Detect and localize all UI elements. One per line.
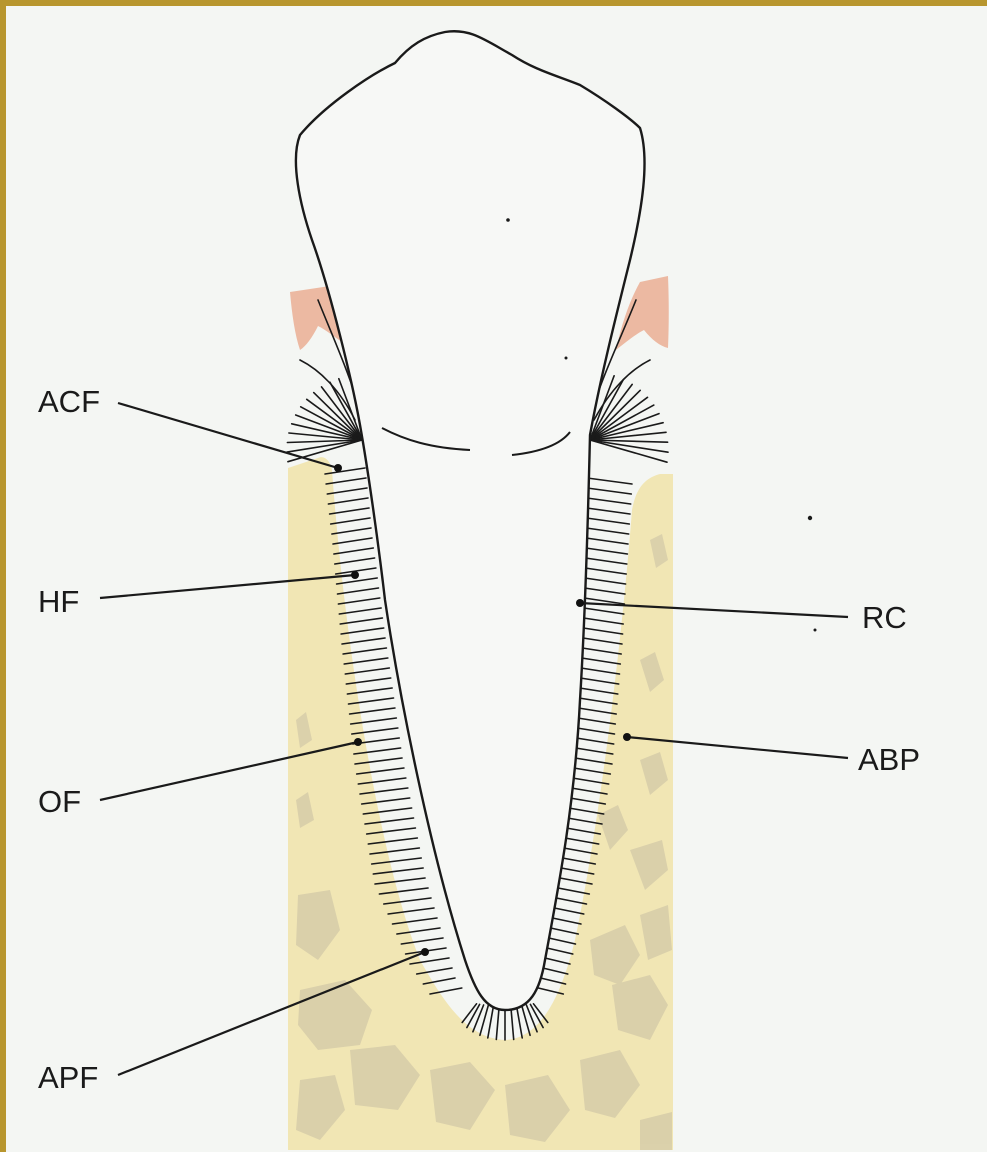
label-rc: RC (862, 600, 907, 635)
label-of: OF (38, 784, 81, 819)
speck (808, 516, 812, 520)
speck (506, 218, 510, 222)
label-apf: APF (38, 1060, 98, 1095)
speck (565, 357, 568, 360)
label-hf: HF (38, 584, 79, 619)
label-abp: ABP (858, 742, 920, 777)
speck (814, 629, 817, 632)
label-acf: ACF (38, 384, 100, 419)
